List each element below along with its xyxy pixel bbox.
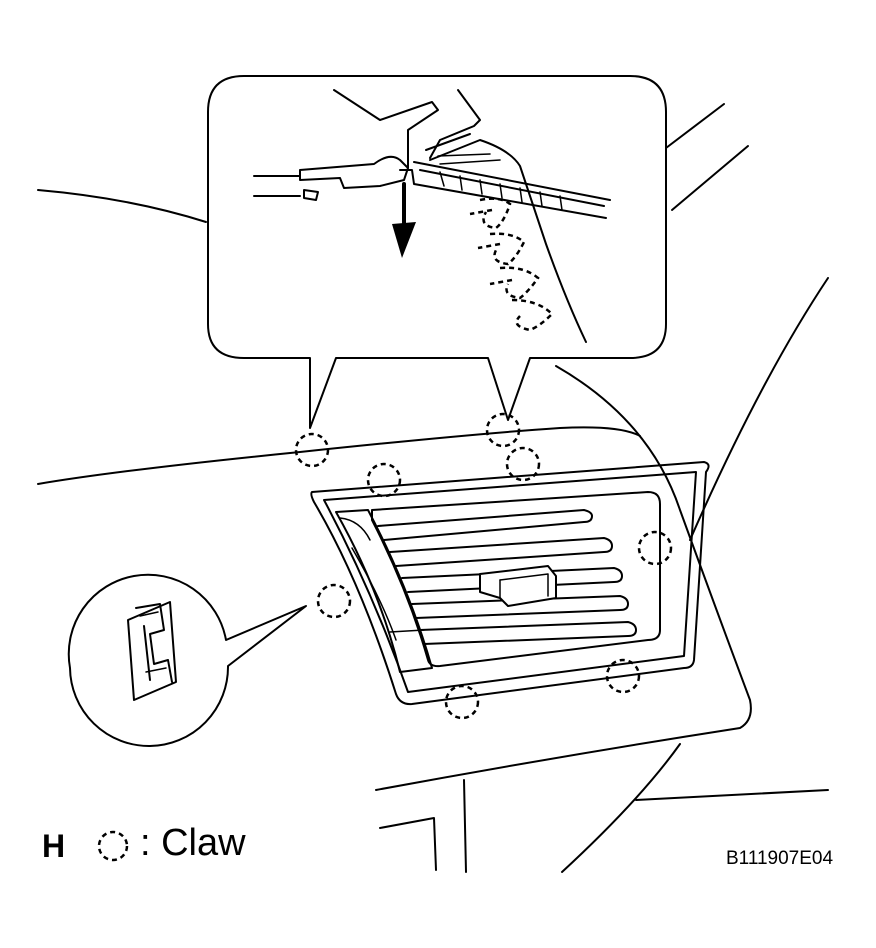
detail-callout-bubble	[207, 75, 667, 429]
air-vent-assembly	[310, 461, 710, 706]
claw-marker-icon	[294, 432, 330, 468]
vent-adjust-knob	[479, 565, 557, 607]
figure-code: B111907E04	[726, 848, 834, 869]
claw-magnifier-circle	[67, 573, 307, 747]
claw-marker-icon	[366, 462, 402, 498]
claw-legend-icon	[97, 830, 129, 862]
dashboard-background	[37, 103, 829, 873]
claw-marker-icon	[605, 658, 641, 694]
claw-marker-icon	[316, 583, 352, 619]
claw-markers	[294, 412, 673, 720]
claw-marker-icon	[637, 530, 673, 566]
claw-legend-label: : Claw	[140, 822, 246, 864]
release-arrow-icon	[392, 182, 416, 258]
vent-louver-fins	[377, 509, 637, 645]
claw-marker-icon	[485, 412, 521, 448]
claw-marker-icon	[444, 684, 480, 720]
claw-marker-icon	[505, 446, 541, 482]
detail-clip-section	[253, 89, 611, 343]
view-letter: H	[42, 828, 66, 864]
